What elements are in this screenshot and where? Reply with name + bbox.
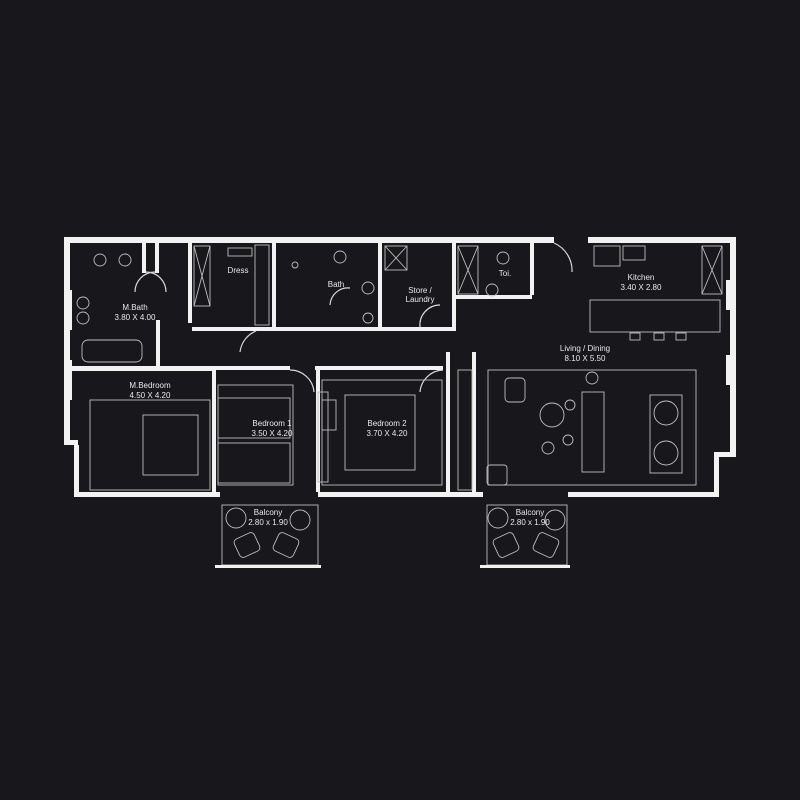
room-label-toilet: Toi.	[499, 269, 511, 278]
room-label-m-bedroom: M.Bedroom	[129, 381, 171, 390]
room-label-living-dining: Living / Dining	[560, 344, 610, 353]
room-size-balcony-1: 2.80 x 1.90	[248, 518, 288, 527]
doors	[134, 242, 573, 393]
room-size-m-bath: 3.80 X 4.00	[115, 313, 156, 322]
room-label-balcony-2: Balcony	[516, 508, 544, 517]
room-label-dress: Dress	[228, 266, 249, 275]
room-label-bath: Bath	[328, 280, 344, 289]
room-size-living-dining: 8.10 X 5.50	[565, 354, 606, 363]
walls	[64, 237, 736, 497]
room-size-kitchen: 3.40 X 2.80	[621, 283, 662, 292]
room-size-bedroom-1: 3.50 X 4.20	[252, 429, 293, 438]
room-label-m-bath: M.Bath	[122, 303, 147, 312]
room-label-balcony-1: Balcony	[254, 508, 282, 517]
room-size-balcony-2: 2.80 x 1.90	[510, 518, 550, 527]
fixtures	[76, 244, 723, 568]
room-size-bedroom-2: 3.70 X 4.20	[367, 429, 408, 438]
room-label-bedroom-1: Bedroom 1	[252, 419, 292, 428]
room-labels: M.Bath 3.80 X 4.00 Dress Bath Store / La…	[115, 266, 662, 527]
room-label-store: Store /	[408, 286, 432, 295]
room-label-bedroom-2: Bedroom 2	[367, 419, 407, 428]
room-label-laundry: Laundry	[406, 295, 435, 304]
room-label-kitchen: Kitchen	[628, 273, 655, 282]
room-size-m-bedroom: 4.50 X 4.20	[130, 391, 171, 400]
